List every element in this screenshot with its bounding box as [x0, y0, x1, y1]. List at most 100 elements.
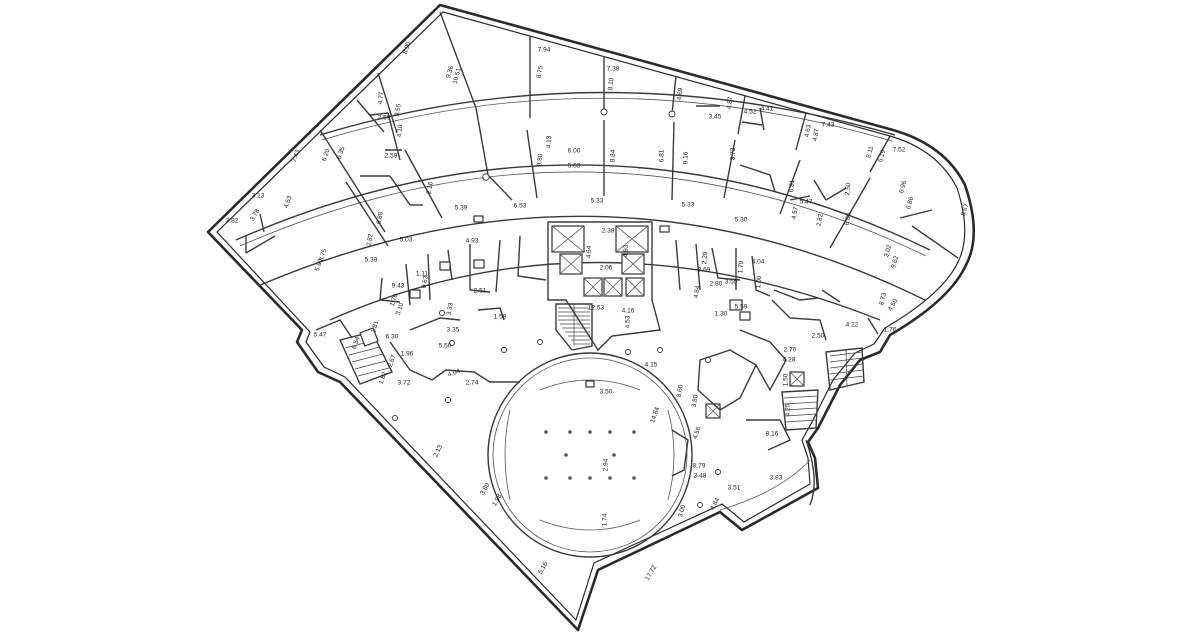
dimension-label: 4.52: [744, 109, 757, 116]
dimension-label: 1.30: [715, 311, 728, 318]
dimension-label: 12.53: [588, 305, 605, 312]
dimension-label: 2.13: [432, 444, 444, 459]
dimension-label: 3.73: [729, 147, 736, 160]
dimension-label: 7.43: [822, 122, 835, 129]
dimension-label: 8.90: [402, 41, 413, 56]
dimension-label: 1.00: [755, 275, 763, 289]
dimension-label: 5.30: [735, 217, 748, 224]
dimension-label: 4.64: [585, 245, 592, 258]
dimension-label: 6.81: [788, 179, 796, 193]
dimension-label: 5.47: [800, 199, 813, 206]
dimension-label: 4.41: [761, 106, 774, 113]
stair-left: [339, 327, 393, 385]
stair-center: [555, 303, 593, 351]
dimension-label: 3.69: [698, 267, 711, 274]
dimension-label: 3.82: [226, 218, 239, 225]
dimension-label: 8.75: [536, 65, 545, 79]
dimension-label: 2.80: [710, 281, 723, 288]
dimension-label: 8.84: [609, 149, 616, 162]
dimension-label: 5.33: [682, 202, 695, 209]
dimension-label: 2.94: [603, 458, 610, 471]
dimension-label: 6.86: [905, 196, 915, 210]
dimension-label: 4.69: [676, 87, 684, 101]
facade-curve-2: [719, 459, 811, 511]
dimension-label: 8.73: [878, 292, 888, 306]
dimension-label: 9.62: [890, 255, 900, 269]
dimension-label: 2.67: [387, 354, 398, 369]
dimension-label: 7.43: [291, 149, 302, 164]
dimension-label: 9.43: [392, 283, 405, 290]
dimension-label: 4.15: [645, 362, 658, 369]
dimension-label: 4.16: [622, 308, 635, 315]
dimension-label: 5.47: [314, 332, 327, 339]
dimension-label: 2.59: [385, 153, 398, 160]
dimension-label: 6.11: [865, 145, 875, 159]
dimension-label: 6.53: [514, 203, 527, 210]
dimension-label: 4.57: [791, 206, 800, 220]
dimension-label: 2.82: [816, 213, 825, 227]
dimension-label: 6.00: [568, 148, 581, 155]
dimension-label: 3.55: [725, 279, 738, 286]
dimension-label: 1.96: [401, 351, 414, 358]
dimension-label: 3.13: [252, 193, 265, 200]
dimension-label: 3.50: [600, 389, 613, 396]
dimension-label: 3.33: [446, 302, 455, 316]
dimension-label: 5.39: [365, 257, 378, 264]
dimension-label: 8.16: [766, 431, 779, 438]
dimension-label: 6.81: [659, 149, 666, 162]
central-rotunda: [487, 352, 693, 558]
dimension-label: 5.16: [537, 561, 550, 576]
dimension-label: 5.33: [591, 198, 604, 205]
dimension-label: 8.60: [676, 384, 685, 398]
dimension-label: 6.80: [376, 211, 385, 225]
dimension-label: 5.59: [735, 304, 748, 311]
dimension-label: 9.55: [394, 103, 403, 117]
exterior-wall-inner: [216, 11, 966, 621]
dimension-label: 1.82: [378, 371, 389, 386]
dimension-label: 3.83: [770, 475, 783, 482]
dimension-label: 2.29: [701, 251, 709, 265]
dimension-label: 2.51: [474, 288, 487, 295]
dimension-label: 17.72: [644, 564, 658, 582]
dimension-label: 6.30: [386, 334, 399, 341]
dimension-label: 4.53: [625, 315, 632, 328]
dimension-label: 5.63: [568, 163, 581, 170]
dimension-label: 1.74: [602, 513, 609, 526]
dimension-label: 6.80: [844, 212, 853, 226]
columns: [392, 108, 721, 508]
dimension-label: 4.93: [466, 238, 479, 245]
dimension-label: 5.90: [314, 258, 325, 273]
corridor-inner-wall: [257, 215, 926, 301]
dimension-label: 1.58: [494, 314, 507, 321]
dimension-label: 3.80: [691, 394, 700, 408]
core-rooms: [379, 235, 841, 321]
dimension-label: 4.25: [785, 403, 792, 416]
dimension-label: 2.74: [466, 380, 479, 387]
dimension-label: 1.50: [783, 373, 790, 386]
dimension-label: 2.16: [426, 181, 435, 195]
dimension-label: 7.94: [538, 47, 551, 54]
dimension-label: 4.04: [752, 259, 765, 266]
dimension-label: 3.02: [883, 244, 893, 258]
dimension-label: 6.19: [877, 149, 887, 163]
dimension-label: 8.80: [536, 153, 544, 167]
dimension-label: 10.51: [452, 67, 463, 85]
dimension-label: 2.38: [602, 228, 615, 235]
corridor-outer-wall-2: [239, 171, 927, 257]
dimension-label: 8.75: [318, 248, 329, 263]
dimension-label: 3.80: [479, 482, 492, 497]
dimension-label: 2.50: [844, 182, 852, 196]
dimension-label: 14.84: [649, 406, 661, 424]
dimension-label: 7.52: [893, 147, 906, 154]
dimension-label: 6.96: [898, 180, 908, 194]
exterior-wall: [206, 3, 976, 632]
dimension-label: 3.48: [694, 473, 707, 480]
dimension-label: 2.06: [600, 265, 613, 272]
elevator-core: [473, 215, 670, 352]
dimension-label: 8.10: [607, 77, 615, 91]
dimension-label: 4.87: [726, 96, 734, 110]
dimension-label: 9.16: [683, 151, 690, 164]
dimension-label: 5.50: [439, 343, 452, 350]
